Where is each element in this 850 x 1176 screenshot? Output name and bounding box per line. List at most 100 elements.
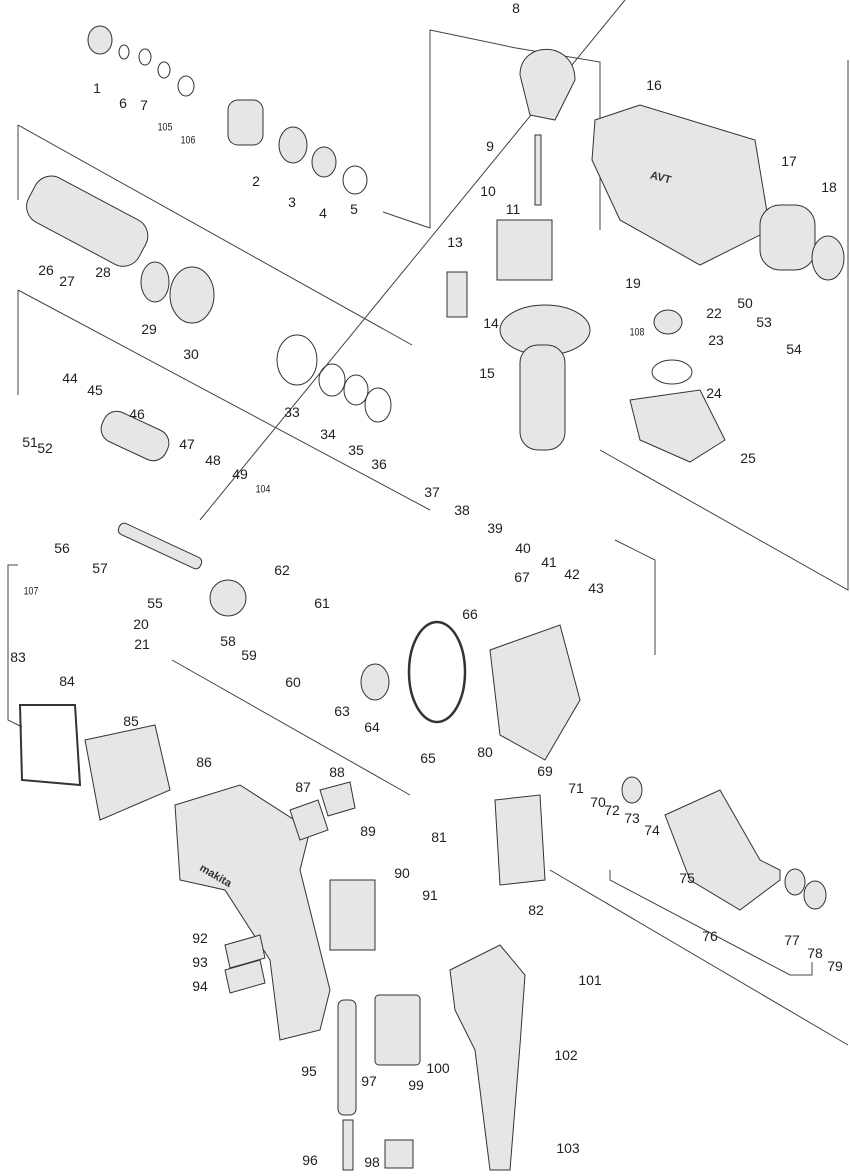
part-85-field — [84, 724, 171, 821]
part-label-14: 14 — [483, 315, 499, 331]
part-2-chuck — [227, 99, 264, 146]
part-label-17: 17 — [781, 153, 797, 169]
part-label-7: 7 — [140, 97, 148, 113]
part-label-78: 78 — [807, 945, 823, 961]
part-label-101: 101 — [578, 972, 602, 988]
part-label-53: 53 — [756, 314, 772, 330]
part-88-label — [319, 781, 356, 817]
part-label-22: 22 — [706, 305, 722, 321]
part-13-switch — [446, 271, 468, 318]
part-1-seal — [87, 25, 113, 55]
part-label-69: 69 — [537, 763, 553, 779]
part-label-76: 76 — [702, 928, 718, 944]
part-label-46: 46 — [129, 406, 145, 422]
part-label-1: 1 — [93, 80, 101, 96]
part-label-57: 57 — [92, 560, 108, 576]
leader-76 — [609, 870, 813, 976]
part-label-45: 45 — [87, 382, 103, 398]
part-label-6: 6 — [119, 95, 127, 111]
part-label-87: 87 — [295, 779, 311, 795]
part-24-ring — [651, 359, 693, 385]
part-label-25: 25 — [740, 450, 756, 466]
part-label-9: 9 — [486, 138, 494, 154]
part-label-52: 52 — [37, 440, 53, 456]
divider-top-group — [382, 29, 517, 229]
part-label-66: 66 — [462, 606, 478, 622]
part-94-label — [224, 959, 266, 994]
part-65-oring — [407, 620, 467, 724]
part-label-30: 30 — [183, 346, 199, 362]
part-98-clip — [384, 1139, 414, 1169]
part-17-sleeve — [759, 204, 816, 271]
part-64-gear — [360, 663, 390, 701]
part-label-59: 59 — [241, 647, 257, 663]
part-label-85: 85 — [123, 713, 139, 729]
part-label-65: 65 — [420, 750, 436, 766]
part-label-36: 36 — [371, 456, 387, 472]
part-label-97: 97 — [361, 1073, 377, 1089]
part-label-93: 93 — [192, 954, 208, 970]
part-label-74: 74 — [644, 822, 660, 838]
part-label-58: 58 — [220, 633, 236, 649]
part-label-72: 72 — [604, 802, 620, 818]
part-label-108: 108 — [629, 326, 645, 339]
part-95-tube — [337, 999, 357, 1116]
part-label-88: 88 — [329, 764, 345, 780]
part-label-2: 2 — [252, 173, 260, 189]
part-label-41: 41 — [541, 554, 557, 570]
part-label-50: 50 — [737, 295, 753, 311]
part-label-105: 105 — [157, 121, 173, 134]
part-label-42: 42 — [564, 566, 580, 582]
part-label-86: 86 — [196, 754, 212, 770]
part-75-armature — [664, 789, 781, 911]
part-34-ring — [318, 363, 346, 397]
part-label-82: 82 — [528, 902, 544, 918]
part-102-handle-cover — [449, 944, 526, 1171]
part-label-8: 8 — [512, 0, 520, 16]
part-93-label — [224, 934, 266, 969]
part-label-99: 99 — [408, 1077, 424, 1093]
part-6-ring — [118, 44, 130, 60]
part-7-ring — [138, 48, 152, 66]
part-35-ring — [343, 374, 369, 406]
part-label-73: 73 — [624, 810, 640, 826]
part-label-91: 91 — [422, 887, 438, 903]
part-label-84: 84 — [59, 673, 75, 689]
part-label-29: 29 — [141, 321, 157, 337]
divider-diag-4 — [171, 659, 411, 796]
part-label-56: 56 — [54, 540, 70, 556]
part-label-18: 18 — [821, 179, 837, 195]
part-label-51: 51 — [22, 434, 38, 450]
part-96-rod — [342, 1119, 354, 1171]
part-label-39: 39 — [487, 520, 503, 536]
part-label-71: 71 — [568, 780, 584, 796]
part-label-102: 102 — [554, 1047, 578, 1063]
part-3-washer — [278, 126, 308, 164]
part-label-5: 5 — [350, 201, 358, 217]
part-77-washer — [784, 868, 806, 896]
part-5-spring — [342, 165, 368, 195]
part-105-ring — [157, 61, 171, 79]
part-78-bearing — [803, 880, 827, 910]
part-label-4: 4 — [319, 205, 327, 221]
part-29-gear — [140, 261, 170, 303]
part-label-16: 16 — [646, 77, 662, 93]
part-label-90: 90 — [394, 865, 410, 881]
part-97-switch — [374, 994, 421, 1066]
part-label-55: 55 — [147, 595, 163, 611]
part-label-77: 77 — [784, 932, 800, 948]
part-label-23: 23 — [708, 332, 724, 348]
part-10-bolt — [534, 134, 542, 206]
part-69-housing-plate — [489, 624, 581, 761]
part-106-washer — [177, 75, 195, 97]
part-label-24: 24 — [706, 385, 722, 401]
part-label-40: 40 — [515, 540, 531, 556]
part-label-70: 70 — [590, 794, 606, 810]
part-label-106: 106 — [180, 134, 196, 147]
part-label-80: 80 — [477, 744, 493, 760]
part-84-frame — [18, 704, 82, 787]
part-label-98: 98 — [364, 1154, 380, 1170]
part-label-92: 92 — [192, 930, 208, 946]
